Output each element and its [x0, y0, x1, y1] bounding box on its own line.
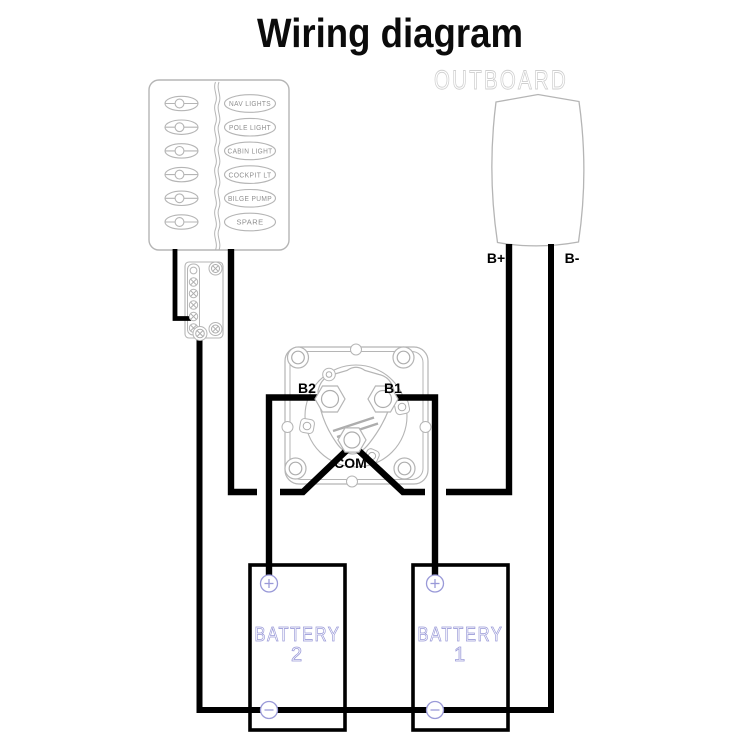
panel-label: CABIN LIGHT: [223, 141, 277, 161]
switch-panel: NAV LIGHTS POLE LIGHT CABIN LIGHT COCKPI…: [148, 79, 290, 251]
rocker-switch[interactable]: [164, 119, 199, 135]
screw-icon: [208, 322, 223, 336]
panel-label-column: NAV LIGHTS POLE LIGHT CABIN LIGHT COCKPI…: [223, 94, 277, 232]
page-title: Wiring diagram: [257, 10, 523, 56]
wire-com-to-outboard-bplus: [354, 446, 425, 496]
panel-label-text: SPARE: [237, 218, 264, 227]
wire-b2-to-battery2: [265, 394, 324, 578]
wire-panel-to-terminal-block: [172, 249, 191, 321]
panel-wavy-divider: [214, 81, 221, 251]
battery-1-number: 1: [454, 644, 467, 666]
terminal-block-screws: [188, 261, 223, 341]
screw-icon: [284, 457, 307, 480]
panel-label: POLE LIGHT: [223, 117, 277, 137]
screw-icon: [188, 311, 199, 322]
panel-label-text: BILGE PUMP: [228, 194, 272, 203]
rocker-switch-column: [164, 95, 199, 230]
panel-label: BILGE PUMP: [223, 188, 277, 208]
rocker-switch[interactable]: [164, 214, 199, 230]
rocker-switch[interactable]: [164, 166, 199, 183]
terminal-b1-label: B1: [384, 380, 402, 396]
plus-icon: [430, 579, 440, 588]
battery-2-number: 2: [291, 644, 304, 666]
terminal-com-label: COM: [334, 455, 367, 471]
battery-1: BATTERY 1: [411, 563, 510, 732]
wire-panel-feed-to-com: [227, 249, 257, 496]
battery-switch-terminals: B2 B1 COM: [298, 380, 402, 471]
panel-label: NAV LIGHTS: [223, 94, 277, 113]
rocker-switch[interactable]: [164, 190, 199, 207]
screw-icon: [188, 277, 199, 287]
rocker-switch[interactable]: [164, 95, 199, 112]
panel-label-text: COCKPIT LT: [229, 170, 272, 179]
battery-1-negative-terminal: [425, 700, 445, 720]
battery-terminals: [259, 574, 445, 720]
wire-b1-to-battery1: [389, 394, 439, 578]
battery-2-positive-terminal: [259, 574, 279, 593]
rocker-switch[interactable]: [164, 143, 199, 159]
screw-icon: [188, 300, 199, 310]
panel-label-text: NAV LIGHTS: [229, 99, 271, 108]
screw-icon: [392, 346, 415, 369]
terminal-b1-nut[interactable]: [367, 385, 399, 413]
plus-icon: [264, 579, 274, 588]
terminal-com-nut[interactable]: [337, 427, 367, 453]
wiring: [172, 244, 554, 713]
outboard-motor: OUTBOARD: [434, 65, 585, 247]
outboard-label: OUTBOARD: [434, 65, 568, 95]
battery-1-label: BATTERY: [418, 624, 504, 646]
panel-label: SPARE: [223, 212, 277, 232]
wire-com-to-outboard-bplus-2: [446, 244, 513, 496]
outboard-bplus-label: B+: [487, 250, 505, 266]
screw-icon: [393, 457, 416, 480]
switch-dial-base: [304, 364, 408, 468]
battery-1-positive-terminal: [425, 574, 445, 593]
battery-switch-edge-tabs: [281, 343, 432, 488]
terminal-b2-label: B2: [298, 380, 316, 396]
battery-1-body: [411, 563, 510, 732]
terminal-b2-nut[interactable]: [314, 385, 346, 413]
screw-icon: [286, 346, 310, 369]
screw-icon: [188, 288, 199, 299]
corner-screws: [284, 346, 416, 480]
screw-icon: [192, 326, 208, 341]
battery-2-negative-terminal: [259, 700, 279, 720]
wire-panel-feed-to-com-2: [280, 447, 350, 496]
terminal-hole: [189, 266, 198, 275]
outboard-bminus-label: B-: [565, 250, 580, 266]
panel-label-text: CABIN LIGHT: [228, 147, 273, 156]
wire-negative-bus: [196, 244, 554, 713]
screw-icon: [208, 261, 223, 276]
panel-label: COCKPIT LT: [223, 165, 277, 184]
panel-label-text: POLE LIGHT: [229, 123, 271, 132]
battery-2-label: BATTERY: [255, 624, 341, 646]
outboard-body: [491, 93, 585, 247]
